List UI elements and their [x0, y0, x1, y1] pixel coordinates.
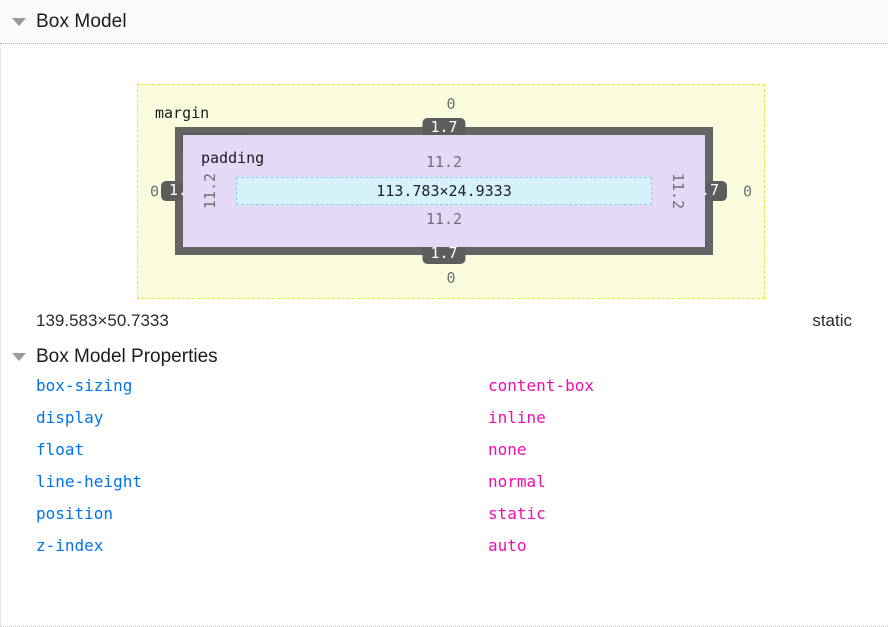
margin-region-label: margin: [155, 104, 210, 122]
margin-top-value[interactable]: 0: [446, 95, 456, 113]
box-model-properties-header[interactable]: Box Model Properties: [0, 343, 888, 372]
left-guide-rule: [0, 44, 1, 627]
property-value[interactable]: none: [488, 440, 527, 459]
property-row[interactable]: display inline: [0, 408, 888, 440]
box-model-diagram: margin 0 0 0 0 border 1.7 1.7 1.7 1.7 pa…: [0, 44, 888, 299]
chevron-down-icon[interactable]: [12, 17, 26, 26]
margin-right-value[interactable]: 0: [742, 182, 752, 200]
property-name[interactable]: display: [36, 408, 104, 427]
property-row[interactable]: z-index auto: [0, 536, 888, 568]
property-name[interactable]: float: [36, 440, 85, 459]
element-position-label: static: [812, 311, 852, 330]
box-model-properties-list: box-sizing content-box display inline fl…: [0, 372, 888, 568]
property-value[interactable]: normal: [488, 472, 546, 491]
padding-bottom-value[interactable]: 11.2: [425, 210, 463, 228]
property-row[interactable]: line-height normal: [0, 472, 888, 504]
property-row[interactable]: position static: [0, 504, 888, 536]
property-value[interactable]: inline: [488, 408, 546, 427]
element-size-label: 139.583×50.7333: [36, 311, 169, 330]
property-name[interactable]: line-height: [36, 472, 142, 491]
margin-left-value[interactable]: 0: [150, 182, 160, 200]
border-bottom-value[interactable]: 1.7: [422, 244, 466, 264]
property-name[interactable]: position: [36, 504, 114, 523]
content-size-label: 113.783×24.9333: [376, 182, 512, 200]
border-region[interactable]: border 1.7 1.7 1.7 1.7 padding 11.2 11.2…: [161, 118, 727, 264]
property-value[interactable]: static: [488, 504, 546, 523]
margin-region[interactable]: margin 0 0 0 0 border 1.7 1.7 1.7 1.7 pa…: [137, 84, 765, 299]
property-row[interactable]: float none: [0, 440, 888, 472]
box-model-panel-header[interactable]: Box Model: [0, 0, 888, 44]
property-name[interactable]: z-index: [36, 536, 104, 555]
padding-right-value[interactable]: 11.2: [669, 172, 687, 210]
property-value[interactable]: content-box: [488, 376, 594, 395]
box-model-canvas: margin 0 0 0 0 border 1.7 1.7 1.7 1.7 pa…: [137, 84, 765, 299]
property-name[interactable]: box-sizing: [36, 376, 133, 395]
chevron-down-icon[interactable]: [12, 352, 26, 361]
padding-top-value[interactable]: 11.2: [425, 153, 463, 171]
page-title: Box Model: [36, 11, 127, 32]
padding-region[interactable]: padding 11.2 11.2 11.2 11.2 113.783×24.9…: [183, 135, 705, 247]
property-row[interactable]: box-sizing content-box: [0, 376, 888, 408]
content-region[interactable]: 113.783×24.9333: [236, 177, 652, 205]
padding-left-value[interactable]: 11.2: [201, 172, 219, 210]
box-model-summary: 139.583×50.7333 static: [0, 299, 888, 343]
border-top-value[interactable]: 1.7: [422, 118, 466, 138]
box-model-properties-title: Box Model Properties: [36, 346, 218, 367]
property-value[interactable]: auto: [488, 536, 527, 555]
margin-bottom-value[interactable]: 0: [446, 269, 456, 287]
padding-region-label: padding: [201, 149, 265, 167]
